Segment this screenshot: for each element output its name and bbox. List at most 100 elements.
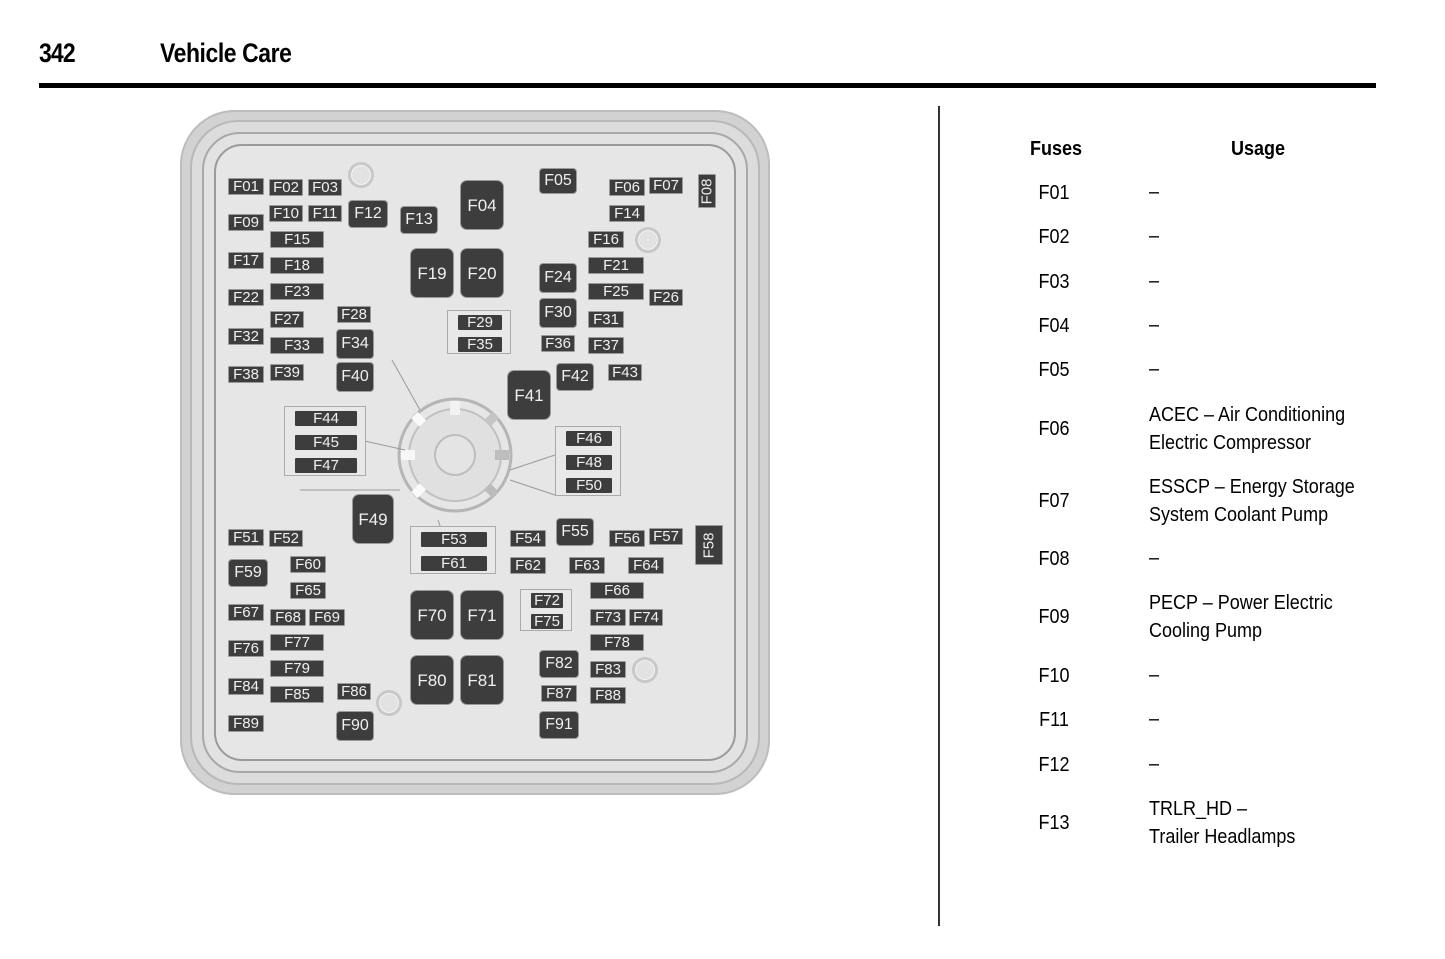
fuse-f82: F82 (539, 650, 579, 678)
fuse-label: F18 (284, 257, 310, 274)
fuse-f77: F77 (270, 634, 324, 651)
header-rule (39, 83, 1376, 88)
fuse-label: F90 (341, 717, 369, 734)
fuse-label: F78 (604, 634, 630, 651)
fuse-label: F30 (544, 304, 572, 321)
fuse-f20: F20 (460, 248, 504, 298)
fuse-label: F07 (653, 177, 679, 194)
fuse-label: F87 (546, 685, 572, 702)
fuse-f49: F49 (352, 494, 394, 544)
fuse-label: F44 (313, 410, 339, 428)
fuse-label: F89 (233, 715, 259, 732)
column-divider (938, 106, 940, 926)
fuse-f54: F54 (510, 530, 546, 547)
fuse-f18: F18 (270, 257, 324, 274)
fuse-f64: F64 (628, 557, 664, 574)
fuse-label: F08 (698, 178, 716, 204)
fuse-label: F22 (233, 289, 259, 306)
fuse-label: F09 (233, 214, 259, 231)
fuse-f84: F84 (228, 678, 264, 695)
fuse-label: F60 (295, 556, 321, 573)
fuse-f40: F40 (336, 362, 374, 392)
fuse-label: F49 (358, 509, 388, 529)
fuse-label: F68 (275, 609, 301, 626)
fuse-label: F24 (544, 269, 572, 286)
fuse-label: F83 (595, 661, 621, 678)
fuse-f06: F06 (609, 179, 645, 196)
fuse-label: F47 (313, 456, 339, 474)
fuse-label: F66 (604, 582, 630, 599)
fuse-label: F10 (273, 205, 299, 222)
fuse-f19: F19 (410, 248, 454, 298)
fuse-label: F79 (284, 660, 310, 677)
fuse-f73: F73 (590, 609, 626, 626)
fuse-label: F41 (514, 385, 544, 405)
fuse-label: F48 (576, 453, 602, 471)
fuse-f52: F52 (269, 530, 303, 547)
column-header-fuses: Fuses (1030, 138, 1083, 160)
fuse-label: F50 (576, 476, 602, 494)
fuse-label: F34 (341, 335, 369, 352)
fuse-label: F11 (312, 205, 338, 222)
fuse-f70: F70 (410, 590, 454, 640)
fuse-f39: F39 (270, 364, 304, 381)
section-title: Vehicle Care (160, 38, 292, 68)
fuse-label: F33 (284, 337, 310, 354)
fuse-f35: F35 (458, 336, 502, 352)
fuse-f85: F85 (270, 686, 324, 703)
fuse-f59: F59 (228, 559, 268, 587)
fuse-f89: F89 (228, 715, 264, 732)
table-row-usage: – (1149, 314, 1160, 336)
table-row-fuse: F08 (1038, 548, 1070, 570)
fuse-f65: F65 (290, 582, 326, 599)
fuse-label: F69 (314, 609, 340, 626)
fuse-f71: F71 (460, 590, 504, 640)
fuse-f58: F58 (695, 525, 723, 565)
column-header-usage: Usage (1231, 138, 1286, 160)
fuse-label: F06 (614, 179, 640, 196)
table-row-usage: – (1149, 358, 1160, 380)
fuse-label: F57 (653, 528, 679, 545)
fuse-label: F55 (561, 523, 589, 540)
fuse-label: F32 (233, 328, 259, 345)
fuse-label: F80 (417, 670, 447, 690)
fuse-f34: F34 (336, 329, 374, 359)
table-row-fuse: F13 (1038, 812, 1070, 834)
fuse-label: F88 (595, 687, 621, 704)
table-row-fuse: F07 (1038, 490, 1070, 512)
fuse-f44: F44 (295, 410, 357, 428)
fuse-f76: F76 (228, 640, 264, 657)
fuse-label: F76 (233, 640, 259, 657)
table-row-usage: – (1149, 708, 1160, 730)
fuse-label: F02 (273, 179, 299, 196)
fuse-label: F91 (545, 716, 573, 733)
fuse-label: F73 (595, 609, 621, 626)
fuse-label: F75 (534, 613, 560, 630)
mounting-hole (635, 227, 661, 253)
fuse-label: F36 (545, 335, 571, 352)
table-row-fuse: F02 (1038, 226, 1070, 248)
table-row-fuse: F05 (1038, 359, 1070, 381)
fuse-f63: F63 (569, 557, 605, 574)
fuse-label: F52 (273, 530, 299, 547)
fuse-label: F17 (233, 252, 259, 269)
fuse-f25: F25 (588, 283, 644, 300)
fuse-f30: F30 (539, 298, 577, 328)
fuse-label: F27 (274, 311, 300, 328)
center-bolt-wheel-icon (397, 397, 513, 513)
fuse-f03: F03 (308, 179, 342, 196)
fuse-f31: F31 (588, 311, 624, 328)
fuse-f47: F47 (295, 456, 357, 474)
fuse-label: F16 (593, 231, 619, 248)
fuse-label: F81 (467, 670, 497, 690)
fuse-label: F37 (593, 337, 619, 354)
fuse-f69: F69 (309, 609, 345, 626)
fuse-label: F40 (341, 368, 369, 385)
fuse-f01: F01 (228, 178, 264, 195)
fuse-label: F54 (515, 530, 541, 547)
fuse-f45: F45 (295, 434, 357, 450)
fuse-f56: F56 (609, 530, 645, 547)
fuse-f87: F87 (541, 685, 577, 702)
